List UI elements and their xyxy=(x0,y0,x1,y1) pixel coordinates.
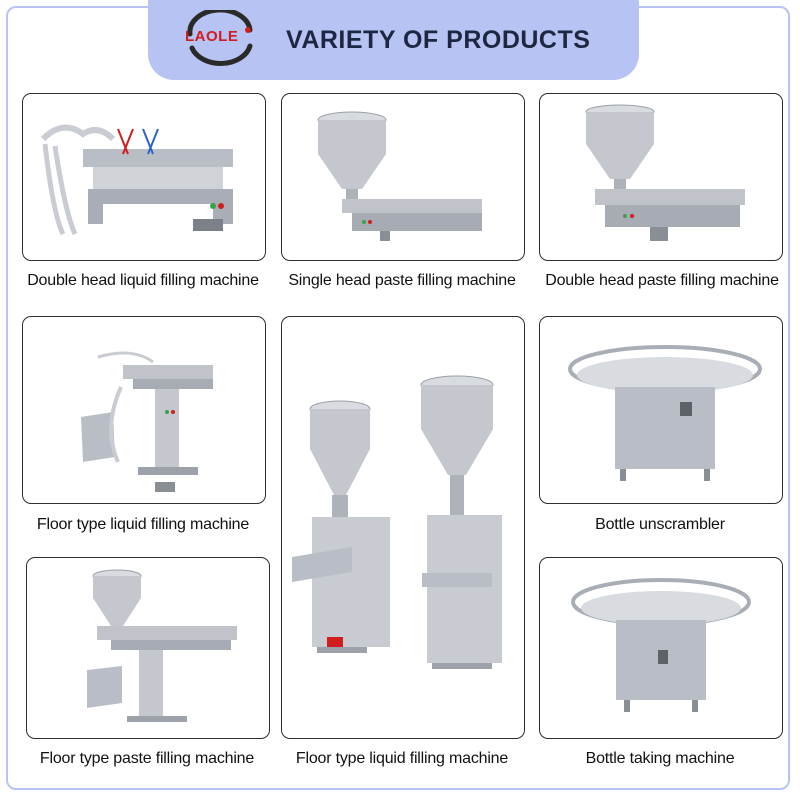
caption-floor-liquid: Floor type liquid filling machine xyxy=(36,516,250,533)
laole-logo xyxy=(187,10,253,66)
product-card-floor-liquid-pair[interactable] xyxy=(281,316,525,739)
double-head-paste-filler-image xyxy=(585,104,745,241)
caption-bottle-unscrambler: Bottle unscrambler xyxy=(595,516,725,533)
caption-single-head-paste: Single head paste filling machine xyxy=(288,272,516,289)
caption-double-head-paste: Double head paste filling machine xyxy=(545,272,779,289)
caption-double-head-liquid: Double head liquid filling machine xyxy=(27,272,259,289)
caption-floor-liquid-pair: Floor type liquid filling machine xyxy=(295,750,509,767)
product-card-bottle-taking[interactable] xyxy=(539,557,783,739)
product-card-double-head-paste[interactable] xyxy=(539,93,783,261)
product-card-double-head-liquid[interactable] xyxy=(22,93,266,261)
single-head-paste-filler-image xyxy=(317,111,482,241)
double-head-liquid-filler-image xyxy=(40,124,233,236)
logo-text: LAOLE xyxy=(185,28,239,45)
floor-liquid-filler-pair-image xyxy=(292,375,502,669)
caption-bottle-taking: Bottle taking machine xyxy=(585,750,735,767)
floor-liquid-filler-image xyxy=(81,351,213,492)
product-card-single-head-paste[interactable] xyxy=(281,93,525,261)
floor-paste-filler-image xyxy=(87,569,237,722)
product-card-bottle-unscrambler[interactable] xyxy=(539,316,783,504)
bottle-taking-machine-image xyxy=(571,578,751,712)
header-banner: LAOLE VARIETY OF PRODUCTS xyxy=(148,0,639,80)
caption-floor-paste: Floor type paste filling machine xyxy=(39,750,255,767)
page-title: VARIETY OF PRODUCTS xyxy=(286,26,591,54)
product-card-floor-liquid[interactable] xyxy=(22,316,266,504)
bottle-unscrambler-image xyxy=(568,345,762,481)
product-card-floor-paste[interactable] xyxy=(26,557,270,739)
